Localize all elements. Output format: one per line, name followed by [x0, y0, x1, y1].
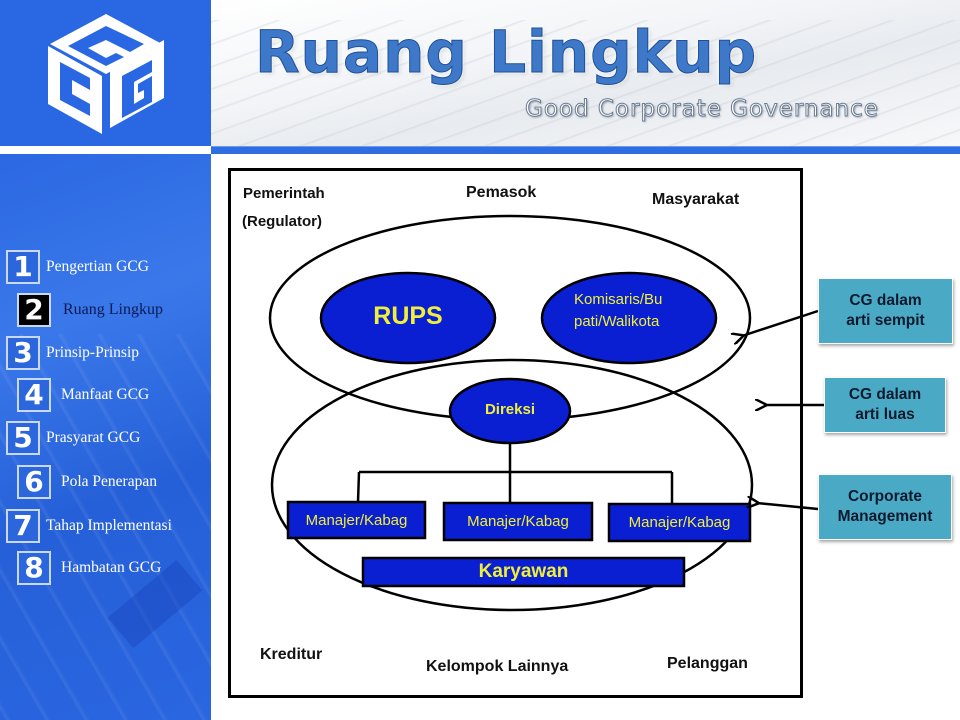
logo-panel [0, 0, 211, 146]
callout-cg-luas-line2: arti luas [855, 406, 915, 423]
nav-number-badge-active: 2 [17, 293, 51, 327]
stakeholder-pelanggan: Pelanggan [667, 655, 748, 672]
callout-cg-sempit-line2: arti sempit [846, 312, 925, 329]
manajer-label-2: Manajer/Kabag [467, 513, 569, 530]
karyawan-label: Karyawan [478, 561, 569, 582]
callout-cg-sempit: CG dalam arti sempit [818, 278, 953, 344]
nav-label: Hambatan GCG [61, 559, 162, 576]
nav-number-badge: 4 [17, 378, 51, 412]
callout-cg-luas: CG dalam arti luas [824, 377, 946, 433]
nav-label: Pola Penerapan [61, 473, 157, 490]
nav-item-pengertian-gcg[interactable]: 1 Pengertian GCG [6, 250, 149, 284]
callout-cg-sempit-line1: CG dalam [849, 292, 922, 309]
stakeholder-regulator: (Regulator) [242, 213, 322, 230]
nav-number-badge: 7 [6, 509, 40, 543]
nav-item-manfaat-gcg[interactable]: 4 Manfaat GCG [17, 378, 149, 412]
gcg-cube-logo-icon [48, 14, 164, 134]
komisaris-node-shape [540, 271, 718, 365]
karyawan-box [361, 556, 686, 588]
manajer-label-1: Manajer/Kabag [305, 512, 408, 529]
nav-item-prinsip-prinsip[interactable]: 3 Prinsip-Prinsip [6, 336, 139, 370]
nav-label: Prasyarat GCG [46, 429, 141, 446]
header-background [211, 0, 960, 146]
stakeholder-masyarakat: Masyarakat [652, 191, 740, 208]
nav-label: Manfaat GCG [61, 386, 150, 403]
nav-number-badge: 3 [6, 336, 40, 370]
nav-number-badge: 8 [17, 551, 51, 585]
stakeholder-pemerintah: Pemerintah [243, 185, 325, 202]
page-subtitle: Good Corporate Governance [525, 96, 879, 123]
manajer-box-2 [442, 501, 594, 542]
connector-left [356, 471, 361, 503]
nav-label: Pengertian GCG [46, 258, 149, 275]
nav-item-hambatan-gcg[interactable]: 8 Hambatan GCG [17, 551, 161, 585]
komisaris-label-line1: Komisaris/Bu [574, 291, 663, 308]
callout-cg-luas-line1: CG dalam [848, 386, 922, 403]
rups-node-shape [319, 271, 497, 365]
page-title: Ruang Lingkup [254, 18, 758, 87]
nav-item-pola-penerapan[interactable]: 6 Pola Penerapan [17, 465, 157, 499]
nav-label-active: Ruang Lingkup [63, 301, 163, 318]
nav-item-ruang-lingkup[interactable]: 2 Ruang Lingkup [17, 293, 163, 327]
manajer-box-1 [286, 500, 427, 540]
nav-item-tahap-implementasi[interactable]: 7 Tahap Implementasi [6, 509, 172, 543]
komisaris-label-line2: pati/Walikota [574, 313, 660, 330]
nav-number-badge: 6 [17, 465, 51, 499]
stakeholder-pemasok: Pemasok [466, 184, 537, 201]
arrow-cg-sempit [742, 309, 819, 336]
stakeholder-kelompok-lainnya: Kelompok Lainnya [426, 658, 569, 675]
logo-separator [0, 146, 211, 154]
callout-corporate-management: Corporate Management [818, 474, 952, 540]
arrow-corporate-management [757, 503, 819, 511]
stakeholder-kreditur: Kreditur [260, 646, 323, 663]
ellipse-cg-luas [270, 358, 754, 612]
callout-mgmt-line2: Management [837, 508, 933, 525]
manajer-label-3: Manajer/Kabag [628, 514, 731, 531]
nav-label: Prinsip-Prinsip [46, 344, 140, 361]
nav-number-badge: 5 [6, 421, 40, 455]
callout-mgmt-line1: Corporate [847, 488, 923, 505]
nav-number-badge: 1 [6, 250, 40, 284]
rups-label: RUPS [373, 302, 443, 330]
header-divider [211, 146, 960, 154]
nav-item-prasyarat-gcg[interactable]: 5 Prasyarat GCG [6, 421, 140, 455]
nav-label: Tahap Implementasi [46, 517, 172, 534]
direksi-label: Direksi [484, 401, 536, 418]
manajer-box-3 [607, 502, 752, 543]
